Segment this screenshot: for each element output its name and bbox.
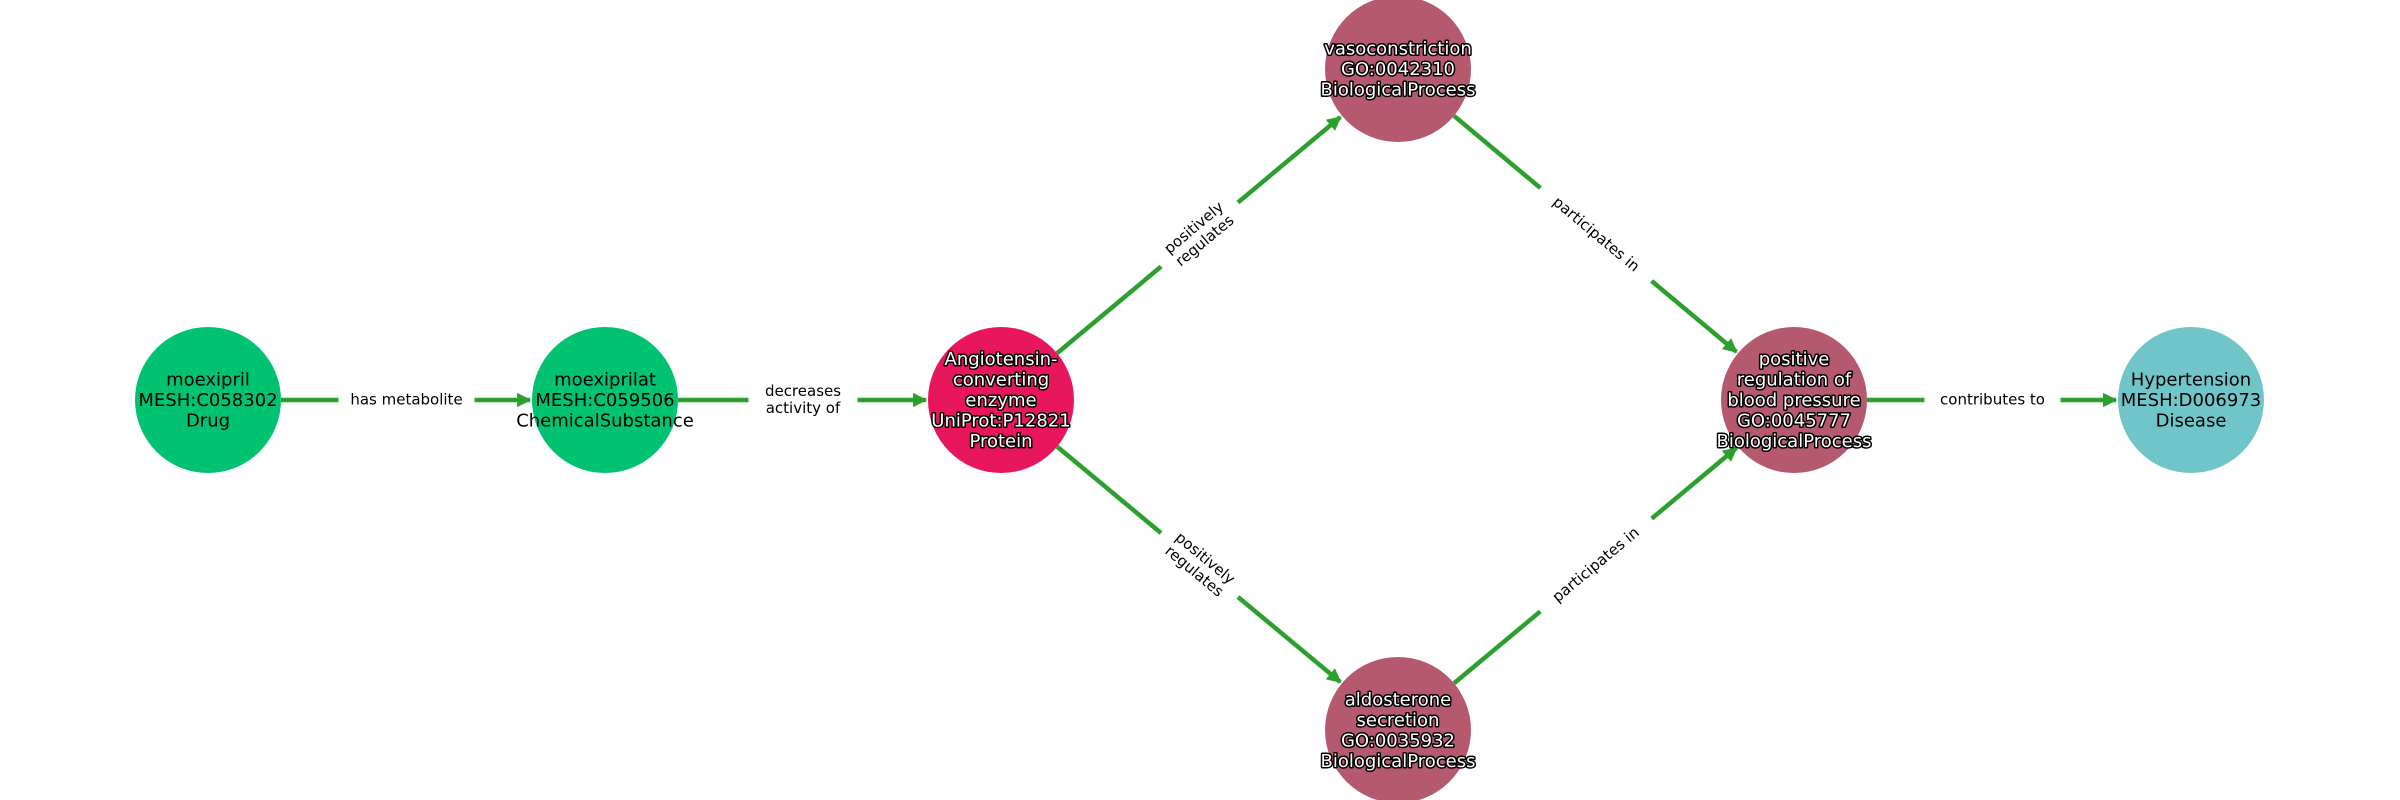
node-vaso[interactable]: vasoconstrictionGO:0042310BiologicalProc…	[1319, 0, 1477, 142]
node-label: MESH:C059506	[535, 390, 674, 411]
node-circle[interactable]	[1325, 657, 1471, 800]
node-label: vasoconstriction	[1324, 39, 1472, 60]
edge-label: participates in	[1533, 179, 1659, 290]
edge-label-text: participates in	[1549, 523, 1643, 606]
edge-aldo-posreg: participates in	[1452, 446, 1738, 685]
edge-label-text: contributes to	[1940, 391, 2045, 409]
node-label: ChemicalSubstance	[516, 411, 694, 432]
node-label: Protein	[969, 431, 1032, 452]
node-circle[interactable]	[2118, 327, 2264, 473]
node-label: BiologicalProcess	[1716, 431, 1871, 452]
edge-label-text: activity of	[766, 399, 841, 417]
node-label: positive	[1759, 349, 1830, 370]
node-label: Hypertension	[2131, 370, 2251, 391]
edge-label: participates in	[1533, 510, 1659, 620]
node-label: GO:0045777	[1737, 411, 1851, 432]
node-label: MESH:D006973	[2121, 390, 2262, 411]
node-aldo[interactable]: aldosteronesecretionGO:0035932Biological…	[1319, 657, 1477, 800]
node-label: MESH:C058302	[138, 390, 277, 411]
node-label: converting	[953, 370, 1049, 391]
node-circle[interactable]	[1325, 0, 1471, 142]
node-label: GO:0042310	[1341, 59, 1455, 80]
node-label: UniProt:P12821	[931, 411, 1070, 432]
node-circle[interactable]	[1721, 327, 1867, 473]
node-circle[interactable]	[928, 327, 1074, 473]
node-label: secretion	[1357, 710, 1440, 731]
nodes-layer: moexiprilMESH:C058302DrugmoexiprilatMESH…	[135, 0, 2264, 800]
node-label: Disease	[2156, 411, 2227, 432]
node-label: GO:0035932	[1341, 730, 1455, 751]
edge-label-text: participates in	[1549, 193, 1643, 276]
node-label: aldosterone	[1345, 689, 1451, 710]
node-label: BiologicalProcess	[1320, 80, 1475, 101]
node-label: blood pressure	[1727, 390, 1860, 411]
node-label: moexipril	[166, 370, 250, 391]
node-label: BiologicalProcess	[1320, 751, 1475, 772]
node-circle[interactable]	[532, 327, 678, 473]
edge-label-text: has metabolite	[350, 391, 462, 409]
edge-label: contributes to	[1924, 389, 2061, 411]
edge-posreg-hyper: contributes to	[1867, 389, 2118, 411]
edge-vaso-posreg: participates in	[1452, 114, 1738, 354]
node-label: enzyme	[965, 390, 1036, 411]
edge-label-text: decreases	[765, 382, 841, 400]
node-circle[interactable]	[135, 327, 281, 473]
node-label: Angiotensin-	[945, 349, 1058, 370]
node-label: regulation of	[1737, 370, 1852, 391]
node-label: Drug	[186, 411, 230, 432]
node-ace[interactable]: Angiotensin-convertingenzymeUniProt:P128…	[928, 327, 1074, 473]
edge-moexipril-moexiprilat: has metabolite	[281, 389, 532, 411]
node-label: moexiprilat	[554, 370, 656, 391]
edge-label: has metabolite	[338, 389, 475, 411]
